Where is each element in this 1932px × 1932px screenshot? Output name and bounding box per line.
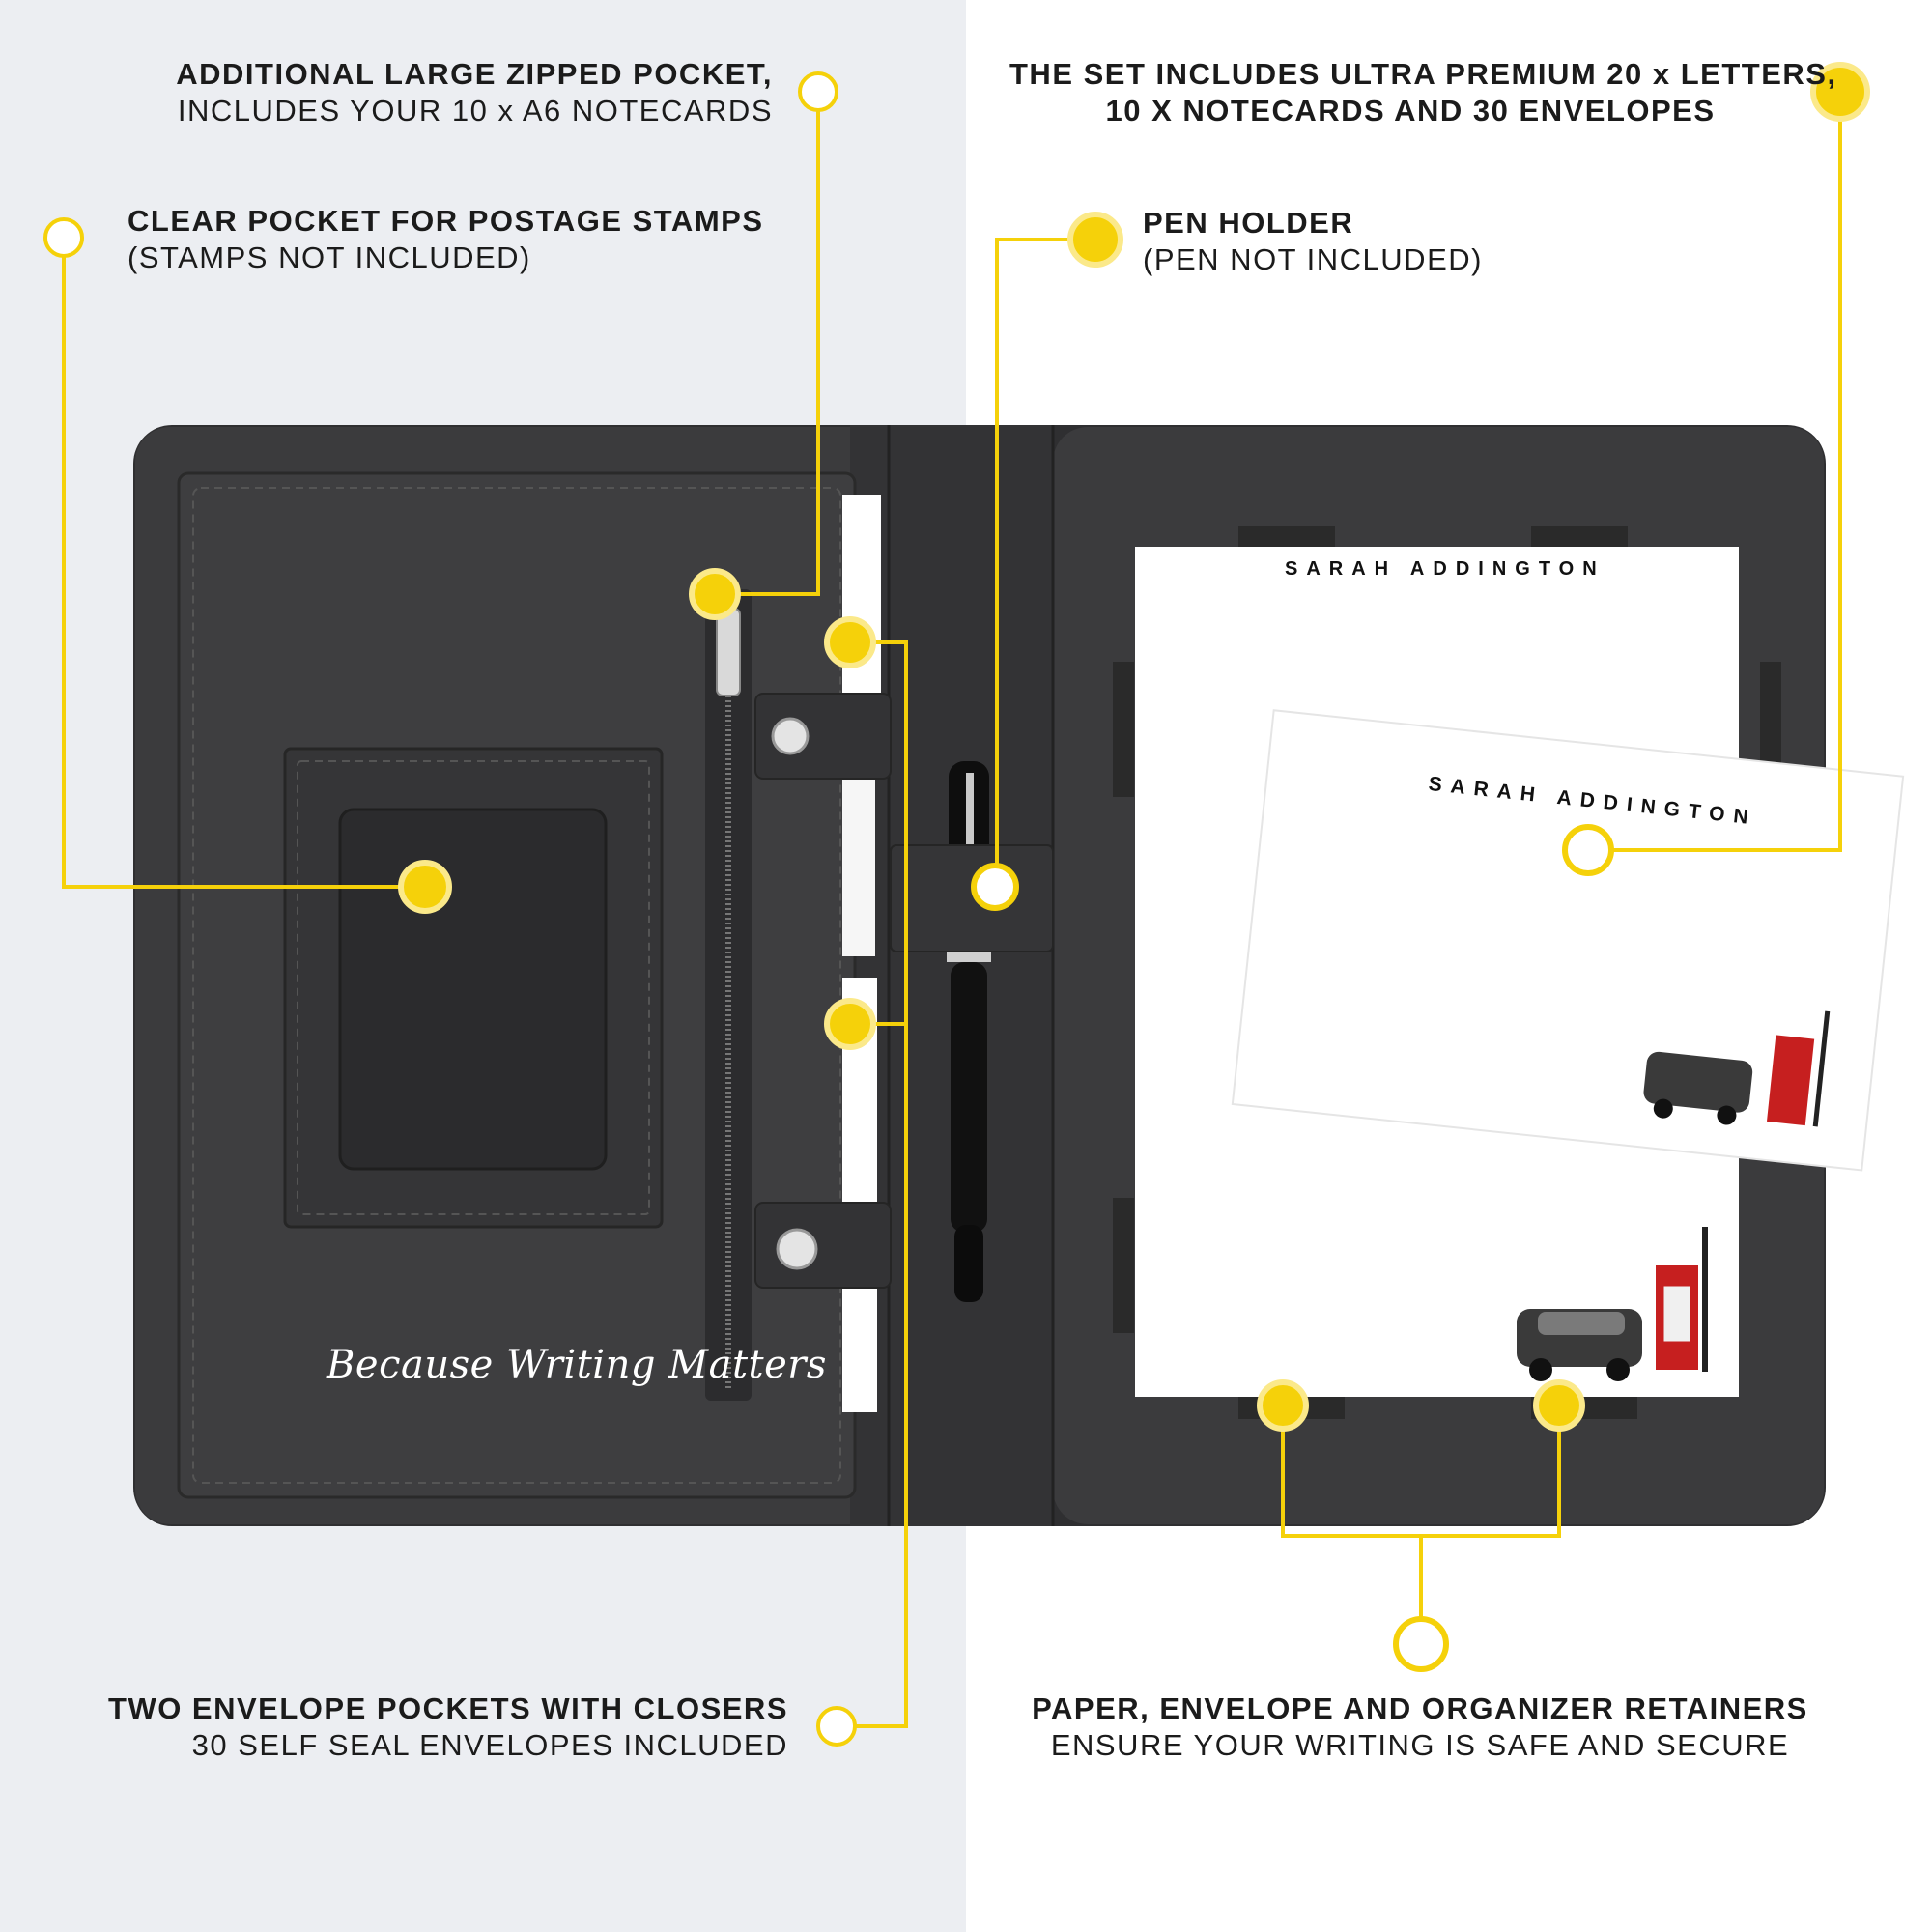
- callout-subtitle: INCLUDES YOUR 10 x A6 NOTECARDS: [177, 94, 773, 128]
- line-envelope-pockets: [837, 640, 908, 1728]
- hotspot-envelope-bottom: [824, 998, 876, 1050]
- callout-title: PAPER, ENVELOPE AND ORGANIZER RETAINERS: [1032, 1691, 1808, 1725]
- callout-set-includes: THE SET INCLUDES ULTRA PREMIUM 20 x LETT…: [1009, 56, 1837, 129]
- organizer: [133, 425, 1905, 1526]
- retainer-strap-top-left: [1238, 526, 1335, 550]
- hotspot-zipped-pocket-outline: [798, 71, 838, 112]
- hotspot-set-includes-dot: [1810, 62, 1870, 122]
- line-set-includes: [1588, 89, 1842, 852]
- hotspot-pen: [971, 863, 1019, 911]
- callout-title: CLEAR POCKET FOR POSTAGE STAMPS: [128, 204, 764, 238]
- callout-subtitle: 10 X NOTECARDS AND 30 ENVELOPES: [1105, 94, 1716, 128]
- retainer-strap-left: [1113, 662, 1134, 797]
- phone-box-illustration: [1656, 1227, 1708, 1372]
- callout-subtitle: (PEN NOT INCLUDED): [1143, 242, 1483, 276]
- callout-pen-holder: PEN HOLDER (PEN NOT INCLUDED): [1143, 205, 1483, 278]
- hotspot-retainer-right: [1533, 1379, 1585, 1432]
- callout-title: ADDITIONAL LARGE ZIPPED POCKET,: [176, 57, 773, 91]
- zipper-pull: [716, 608, 741, 696]
- pen: [947, 761, 991, 1302]
- hotspot-stamp-window: [398, 860, 452, 914]
- hotspots: [43, 62, 1870, 1747]
- stamp-window: [338, 808, 608, 1171]
- brand-script: Because Writing Matters: [327, 1343, 827, 1387]
- retainer-strap-top-right: [1531, 526, 1628, 550]
- callout-stamps: CLEAR POCKET FOR POSTAGE STAMPS (STAMPS …: [128, 203, 764, 276]
- snap-button-top: [771, 717, 810, 755]
- callout-zipped-pocket: ADDITIONAL LARGE ZIPPED POCKET, INCLUDES…: [176, 56, 773, 129]
- callout-title: TWO ENVELOPE POCKETS WITH CLOSERS: [108, 1691, 788, 1725]
- london-taxi-illustration: [1517, 1309, 1642, 1381]
- hotspot-notecard: [1562, 824, 1614, 876]
- hotspot-envelope-pockets-outline: [816, 1706, 857, 1747]
- line-pen-holder: [995, 238, 1094, 887]
- hotspot-retainers-outline: [1393, 1616, 1449, 1672]
- notecard: [1231, 709, 1905, 1172]
- callout-subtitle: 30 SELF SEAL ENVELOPES INCLUDED: [191, 1728, 788, 1762]
- envelope-stack-top: [842, 495, 881, 702]
- callout-retainers: PAPER, ENVELOPE AND ORGANIZER RETAINERS …: [1024, 1690, 1816, 1764]
- line-stamps: [62, 238, 425, 889]
- envelope-stack-bottom: [842, 978, 877, 1412]
- snap-button-bottom: [776, 1228, 818, 1270]
- callout-title: PEN HOLDER: [1143, 206, 1354, 240]
- hotspot-envelope-top: [824, 616, 876, 668]
- callout-subtitle: (STAMPS NOT INCLUDED): [128, 241, 531, 274]
- hotspot-stamps-outline: [43, 217, 84, 258]
- envelope-closer-bottom: [754, 1202, 892, 1289]
- callout-title: THE SET INCLUDES ULTRA PREMIUM 20 x LETT…: [1009, 57, 1837, 91]
- line-zipped-pocket: [715, 89, 820, 596]
- hotspot-pen-holder-dot: [1067, 212, 1123, 268]
- pen-holder-loop: [890, 844, 1054, 952]
- connector-lines: [62, 89, 1842, 1728]
- envelope-closer-top: [754, 693, 892, 780]
- letter-paper-name: SARAH ADDINGTON: [1285, 558, 1605, 580]
- callout-subtitle: ENSURE YOUR WRITING IS SAFE AND SECURE: [1050, 1728, 1790, 1762]
- callout-envelope-pockets: TWO ENVELOPE POCKETS WITH CLOSERS 30 SEL…: [108, 1690, 788, 1764]
- hotspot-retainer-left: [1257, 1379, 1309, 1432]
- hotspot-zipper: [689, 568, 741, 620]
